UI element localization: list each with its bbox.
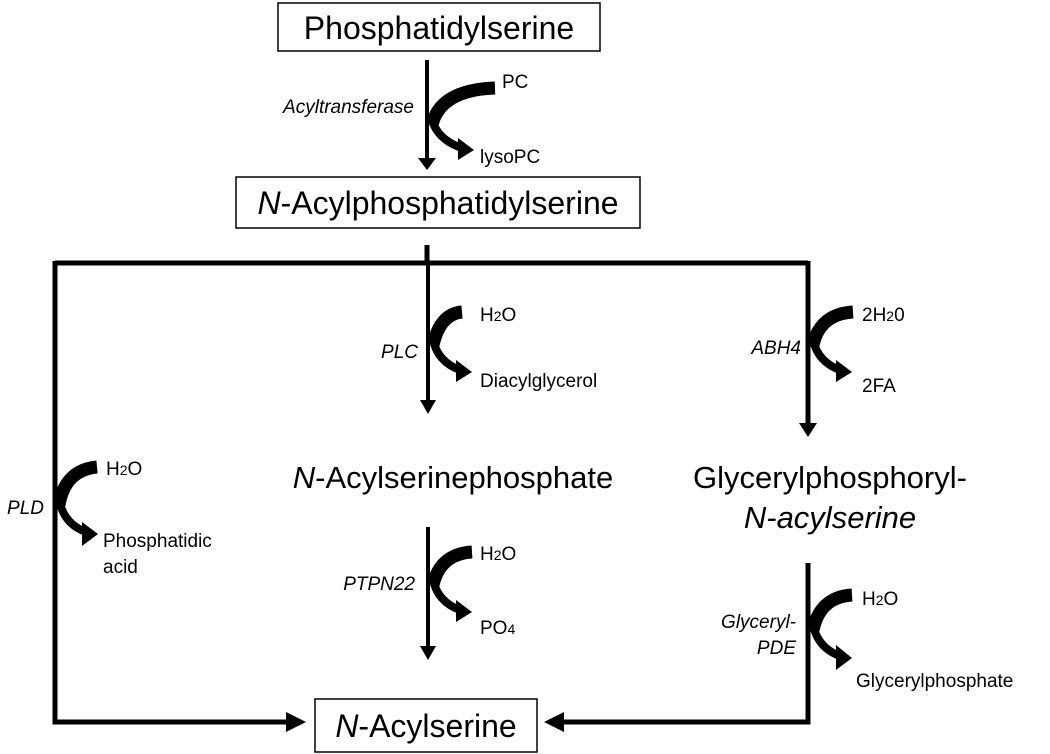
- cofactor-in-arc: [425, 81, 496, 127]
- cofactor-out-arc: [809, 338, 842, 374]
- reaction-acyltransferase: Acyltransferase PC lysoPC: [282, 60, 540, 170]
- enzyme-label: Acyltransferase: [282, 97, 414, 118]
- cofactor-in-arc: [806, 588, 853, 632]
- output-label: PO4: [480, 618, 515, 639]
- enzyme-label-line1: Glyceryl-: [721, 612, 796, 633]
- pld-arrowhead: [286, 712, 306, 732]
- reaction-abh4: ABH4 2H20 2FA: [750, 305, 904, 397]
- node-n-acylserine: N-Acylserine: [314, 698, 538, 753]
- cofactor-out-arrowhead: [456, 360, 472, 382]
- node-glycerylphosphoryl-n-acylserine: Glycerylphosphoryl- N-acylserine: [693, 460, 967, 535]
- main-arrow-head: [418, 158, 436, 170]
- cofactor-out-arrowhead: [456, 600, 472, 622]
- input-label: H2O: [480, 544, 516, 565]
- cofactor-in-arc: [806, 305, 854, 347]
- output-label: Diacylglycerol: [480, 371, 597, 392]
- cofactor-in-arc: [426, 545, 473, 587]
- cofactor-out-arc: [428, 118, 464, 152]
- label-text: -Acylphosphatidylserine: [281, 185, 619, 221]
- output-label: Glycerylphosphate: [856, 671, 1013, 692]
- cofactor-out-arrowhead: [458, 138, 474, 160]
- cofactor-out-arc: [809, 623, 842, 660]
- enzyme-label: ABH4: [750, 338, 801, 359]
- cofactor-out-arrowhead: [836, 360, 852, 382]
- node-label: N-Acylserine: [335, 708, 516, 744]
- output-label-line1: Phosphatidic: [103, 531, 212, 552]
- abh4-arrowhead: [799, 423, 817, 437]
- enzyme-label: PLC: [381, 342, 418, 363]
- main-arrow-head: [420, 400, 436, 414]
- pde-path-line: [560, 563, 811, 725]
- cofactor-out-arrowhead: [82, 522, 98, 546]
- input-label: PC: [502, 72, 528, 93]
- node-n-acylphosphatidylserine: N-Acylphosphatidylserine: [235, 176, 641, 229]
- enzyme-label-line2: PDE: [757, 638, 796, 659]
- cofactor-out-arrowhead: [836, 645, 852, 670]
- reaction-plc: PLC H2O Diacylglycerol: [381, 263, 597, 414]
- main-arrow-head: [420, 646, 436, 660]
- input-label: H2O: [862, 589, 898, 610]
- input-label: H2O: [106, 459, 142, 480]
- input-label: 2H20: [862, 305, 905, 326]
- node-label-line2: N-acylserine: [744, 500, 916, 535]
- branch-connectors: [52, 245, 817, 732]
- input-label: H2O: [480, 305, 516, 326]
- node-phosphatidylserine: Phosphatidylserine: [277, 2, 601, 52]
- node-label: Phosphatidylserine: [304, 10, 574, 46]
- node-label: N-Acylphosphatidylserine: [257, 185, 618, 221]
- node-box: [235, 176, 641, 229]
- node-box: [277, 2, 601, 52]
- cofactor-out-arc: [55, 499, 88, 536]
- cofactor-out-arc: [429, 338, 462, 374]
- cofactor-out-arc: [429, 578, 462, 614]
- output-label: 2FA: [862, 376, 896, 397]
- reaction-pld: PLD H2O Phosphatidic acid: [7, 459, 212, 578]
- reaction-ptpn22: PTPN22 H2O PO4: [343, 527, 516, 660]
- cofactor-in-arc: [426, 305, 464, 347]
- node-label: N-Acylserinephosphate: [293, 460, 614, 495]
- output-label-line2: acid: [103, 557, 138, 578]
- italic-prefix: N: [257, 185, 281, 221]
- pde-arrowhead: [544, 712, 564, 732]
- output-label: lysoPC: [480, 147, 540, 168]
- enzyme-label: PLD: [7, 498, 44, 519]
- cofactor-in-arc: [52, 460, 98, 507]
- node-label-line1: Glycerylphosphoryl-: [693, 460, 967, 495]
- node-n-acylserinephosphate: N-Acylserinephosphate: [293, 460, 614, 495]
- node-box: [314, 698, 538, 753]
- reaction-glyceryl-pde: Glyceryl- PDE H2O Glycerylphosphate: [721, 588, 1013, 692]
- pld-path-line: [52, 261, 290, 725]
- enzyme-label: PTPN22: [343, 574, 415, 595]
